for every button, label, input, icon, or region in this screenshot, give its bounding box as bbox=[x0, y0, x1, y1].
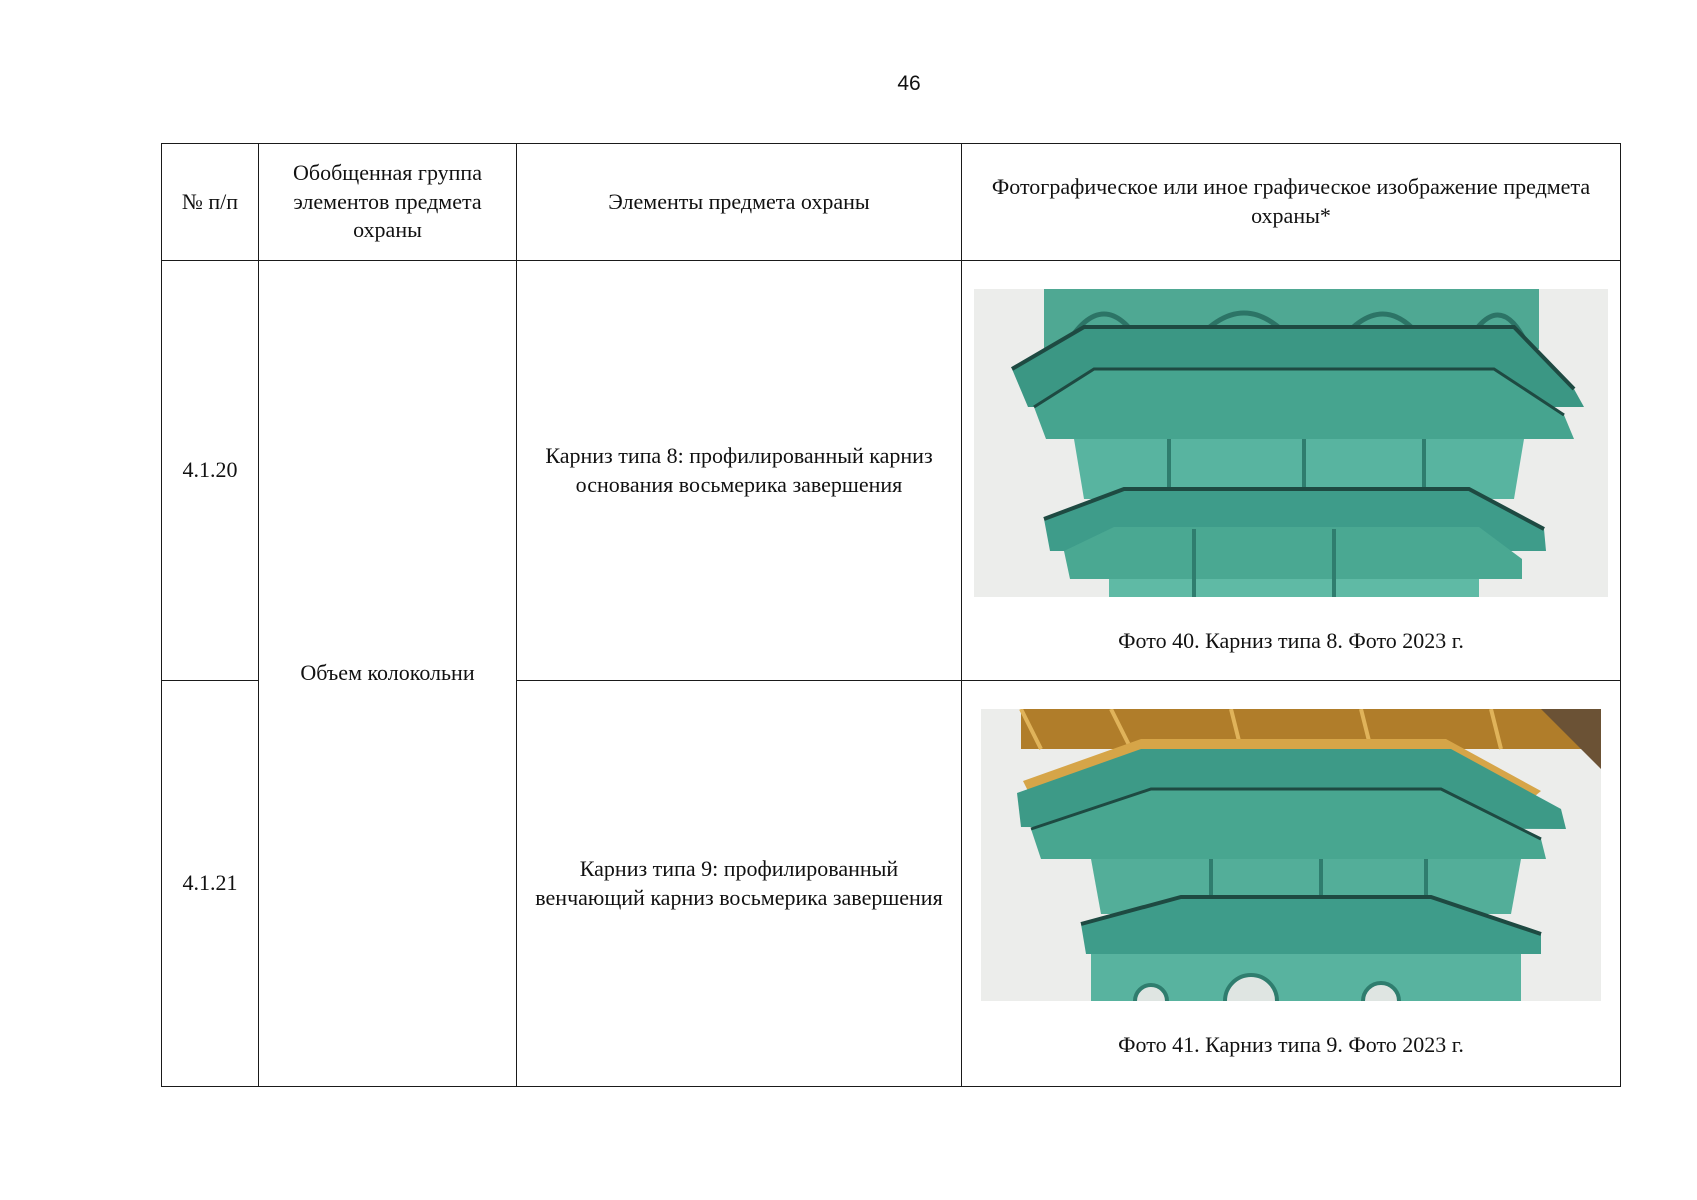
table-row: 4.1.21 Карниз типа 9: профилированный ве… bbox=[161, 680, 1621, 1087]
row-number: 4.1.20 bbox=[161, 260, 259, 681]
header-number: № п/п bbox=[161, 143, 259, 261]
group-cell: Объем колокольни bbox=[258, 260, 517, 1087]
cornice-photo-8 bbox=[974, 289, 1608, 597]
element-description: Карниз типа 8: профилированный карниз ос… bbox=[516, 260, 962, 681]
photo-caption: Фото 41. Карниз типа 9. Фото 2023 г. bbox=[1118, 1032, 1464, 1057]
element-description: Карниз типа 9: профилированный венчающий… bbox=[516, 680, 962, 1087]
table-header-row: № п/п Обобщенная группа элементов предме… bbox=[161, 143, 1621, 261]
photo-caption: Фото 40. Карниз типа 8. Фото 2023 г. bbox=[1118, 628, 1464, 653]
table-row: 4.1.20 Объем колокольни Карниз типа 8: п… bbox=[161, 260, 1621, 1087]
page-number: 46 bbox=[897, 72, 921, 95]
header-image: Фотографическое или иное графическое изо… bbox=[961, 143, 1621, 261]
protection-table: № п/п Обобщенная группа элементов предме… bbox=[161, 143, 1621, 1087]
header-elements: Элементы предмета охраны bbox=[516, 143, 962, 261]
header-group: Обобщенная группа элементов предмета охр… bbox=[258, 143, 517, 261]
cornice-photo-9 bbox=[981, 709, 1601, 1001]
photo-cell: Фото 41. Карниз типа 9. Фото 2023 г. bbox=[961, 680, 1621, 1087]
photo-cell: Фото 40. Карниз типа 8. Фото 2023 г. bbox=[961, 260, 1621, 681]
row-number: 4.1.21 bbox=[161, 680, 259, 1087]
